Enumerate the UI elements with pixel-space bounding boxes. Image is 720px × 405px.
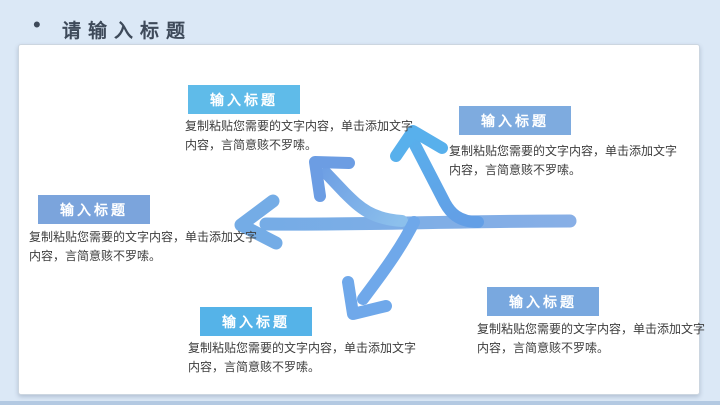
bottom-accent-strip — [0, 401, 720, 405]
item-description-bottom-center[interactable]: 复制粘贴您需要的文字内容，单击添加文字 内容，言简意赅不罗嗦。 — [188, 339, 416, 377]
item-description-line: 内容，言简意赅不罗嗦。 — [449, 163, 582, 177]
item-description-top-center[interactable]: 复制粘贴您需要的文字内容，单击添加文字 内容，言简意赅不罗嗦。 — [185, 117, 413, 155]
item-description-line: 内容，言简意赅不罗嗦。 — [188, 360, 321, 374]
item-description-line: 内容，言简意赅不罗嗦。 — [477, 341, 610, 355]
item-title-box-top-center[interactable]: 输入标题 — [188, 85, 300, 114]
item-title-box-bottom-right[interactable]: 输入标题 — [487, 287, 599, 316]
item-description-line: 复制粘贴您需要的文字内容，单击添加文字 — [449, 144, 678, 158]
item-description-top-right[interactable]: 复制粘贴您需要的文字内容，单击添加文字 内容，言简意赅不罗嗦。 — [449, 142, 677, 180]
item-description-line: 复制粘贴您需要的文字内容，单击添加文字 — [185, 119, 414, 133]
item-title-box-top-right[interactable]: 输入标题 — [459, 106, 571, 135]
item-description-line: 复制粘贴您需要的文字内容，单击添加文字 — [477, 322, 706, 336]
item-title-box-bottom-center[interactable]: 输入标题 — [200, 307, 312, 336]
item-description-bottom-right[interactable]: 复制粘贴您需要的文字内容，单击添加文字 内容，言简意赅不罗嗦。 — [477, 320, 705, 358]
item-title-box-left[interactable]: 输入标题 — [38, 195, 150, 224]
item-description-line: 内容，言简意赅不罗嗦。 — [29, 249, 162, 263]
item-description-line: 复制粘贴您需要的文字内容，单击添加文字 — [29, 230, 258, 244]
item-description-line: 内容，言简意赅不罗嗦。 — [185, 138, 318, 152]
title-bullet-icon: • — [33, 12, 41, 37]
item-description-left[interactable]: 复制粘贴您需要的文字内容，单击添加文字 内容，言简意赅不罗嗦。 — [29, 228, 257, 266]
slide-title[interactable]: 请输入标题 — [62, 21, 193, 42]
item-description-line: 复制粘贴您需要的文字内容，单击添加文字 — [188, 341, 417, 355]
slide-header: • 请输入标题 — [0, 0, 720, 44]
